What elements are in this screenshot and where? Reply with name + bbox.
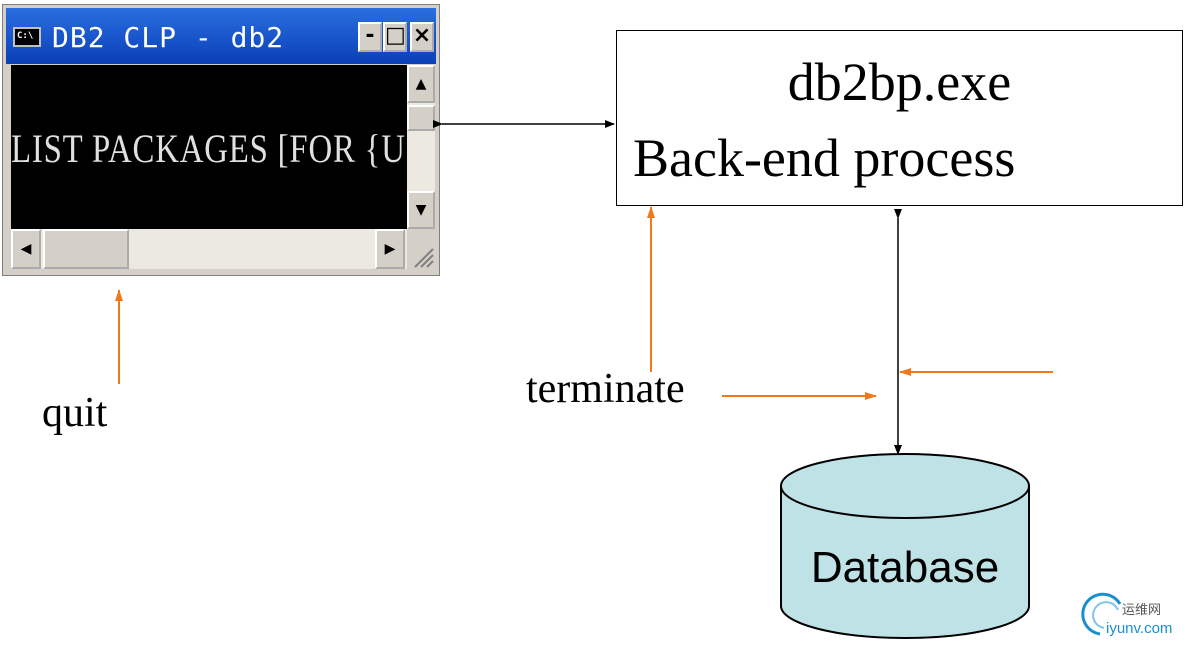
scroll-up-button[interactable]: ▲ [407, 65, 435, 103]
vertical-scroll-thumb[interactable] [407, 105, 435, 131]
backend-description: Back-end process [633, 128, 1016, 188]
scroll-down-button[interactable]: ▼ [407, 191, 435, 229]
window-title: DB2 CLP - db2 [52, 21, 285, 54]
watermark-logo-icon [1081, 592, 1122, 636]
horizontal-scroll-thumb[interactable] [43, 229, 129, 269]
window-titlebar[interactable]: C:\ DB2 CLP - db2 - □ × [6, 8, 436, 64]
scroll-left-button[interactable]: ◀ [11, 229, 41, 269]
vertical-scrollbar[interactable]: ▲ ▼ [407, 65, 435, 229]
close-button[interactable]: × [410, 22, 434, 52]
scroll-right-button[interactable]: ▶ [375, 229, 405, 269]
horizontal-scrollbar[interactable]: ◀ ▶ [11, 229, 407, 269]
database-label: Database [810, 543, 1000, 592]
console-output[interactable]: LIST PACKAGES [FOR {U [11, 65, 407, 229]
minimize-button[interactable]: - [358, 22, 382, 52]
console-window: C:\ DB2 CLP - db2 - □ × LIST PACKAGES [F… [2, 4, 440, 276]
resize-grip[interactable] [407, 229, 435, 269]
watermark-brand: iyunv.com [1106, 620, 1173, 637]
terminate-label: terminate [526, 366, 685, 412]
quit-label: quit [42, 390, 108, 436]
database-cylinder [780, 453, 1030, 639]
console-icon: C:\ [13, 27, 41, 47]
backend-exe-name: db2bp.exe [787, 52, 1012, 112]
maximize-button[interactable]: □ [383, 22, 407, 52]
resize-grip-icon [414, 248, 434, 268]
backend-process-box: db2bp.exe Back-end process [616, 30, 1183, 206]
watermark-chinese: 运维网 [1122, 603, 1162, 618]
command-text: LIST PACKAGES [FOR {U [11, 126, 406, 171]
